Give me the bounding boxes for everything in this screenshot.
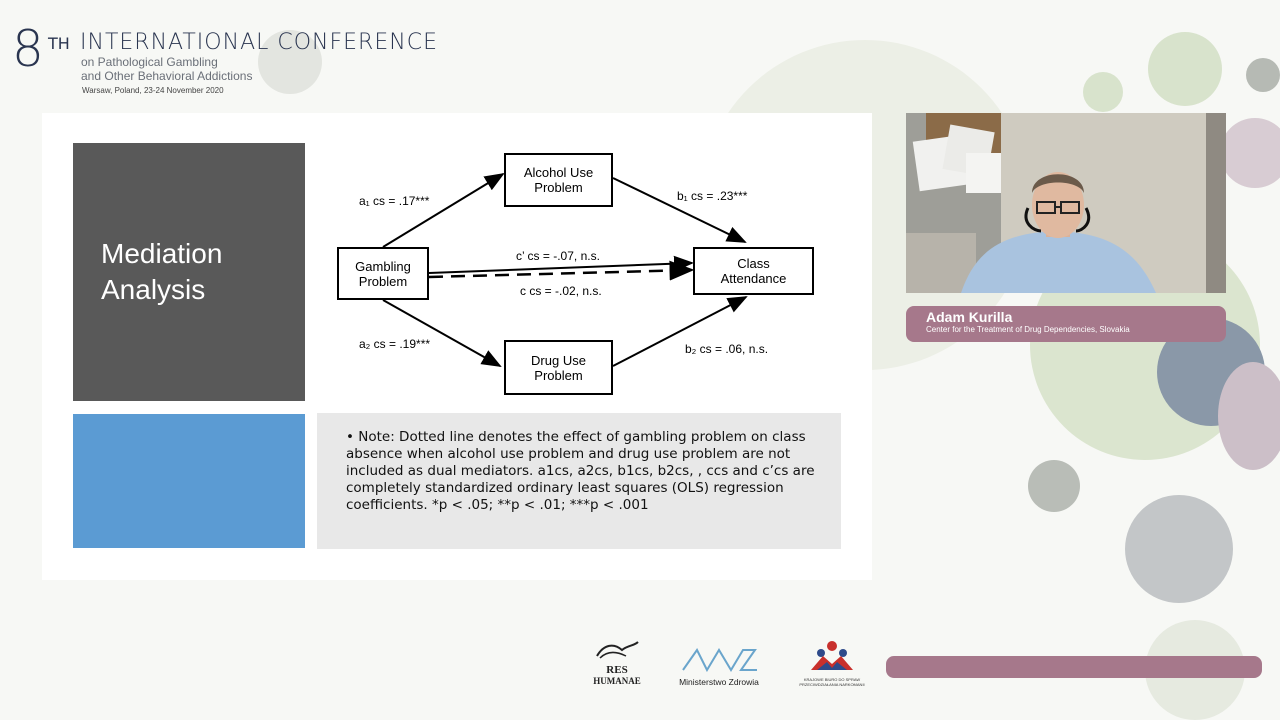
edge-label-a1: a₁ cs = .17*** bbox=[359, 194, 430, 208]
arrow-b2 bbox=[612, 296, 748, 367]
webcam-image bbox=[906, 113, 1226, 293]
slide-note-text: • Note: Dotted line denotes the effect o… bbox=[346, 429, 815, 513]
bg-circle-header-grey bbox=[258, 30, 322, 94]
kbpn-logo: KRAJOWE BIURO DO SPRAW PRZECIWDZIAŁANIA … bbox=[798, 640, 866, 690]
res-humanae-logo: RES HUMANAE bbox=[592, 640, 642, 688]
conference-location-date: Warsaw, Poland, 23-24 November 2020 bbox=[82, 86, 224, 95]
kbpn-text-1: KRAJOWE BIURO DO SPRAW bbox=[803, 677, 861, 682]
bg-circle-grey-small bbox=[1246, 58, 1280, 92]
arrow-a2 bbox=[382, 299, 502, 367]
res-humanae-text-1: RES bbox=[606, 664, 628, 676]
slide-note-box bbox=[317, 413, 841, 549]
node-drug-use-problem: Drug Use Problem bbox=[504, 340, 613, 395]
edge-label-b1: b₁ cs = .23*** bbox=[677, 189, 748, 203]
conference-subtitle: on Pathological Gambling and Other Behav… bbox=[81, 55, 252, 83]
node-alcohol-use-problem: Alcohol Use Problem bbox=[504, 153, 613, 207]
kbpn-text-2: PRZECIWDZIAŁANIA NARKOMANII bbox=[799, 682, 865, 687]
node-gambling-problem: Gambling Problem bbox=[337, 247, 429, 300]
node-class-attendance: Class Attendance bbox=[693, 247, 814, 295]
bg-circle-grey-mid bbox=[1028, 460, 1080, 512]
slide-title: Mediation Analysis bbox=[101, 238, 223, 305]
bg-circle-green-2 bbox=[1083, 72, 1123, 112]
speaker-webcam bbox=[906, 113, 1226, 293]
speaker-affiliation: Center for the Treatment of Drug Depende… bbox=[926, 325, 1130, 334]
ministerstwo-zdrowia-text: Ministerstwo Zdrowia bbox=[679, 677, 759, 687]
conference-number: 8 bbox=[12, 20, 44, 78]
edge-label-b2: b₂ cs = .06, n.s. bbox=[685, 342, 769, 356]
arrow-b1 bbox=[612, 177, 747, 243]
bg-circle-mauve bbox=[1220, 118, 1280, 188]
slide-title-box bbox=[73, 143, 305, 401]
arrow-a1 bbox=[382, 172, 505, 248]
edge-label-a2: a₂ cs = .19*** bbox=[359, 337, 431, 351]
speaker-name: Adam Kurilla bbox=[926, 309, 1013, 325]
conference-number-suffix: TH bbox=[48, 34, 70, 53]
bg-circle-grey-large bbox=[1125, 495, 1233, 603]
res-humanae-mark bbox=[596, 641, 639, 659]
bg-circle-green-small bbox=[1148, 32, 1222, 106]
conference-subtitle-line2: and Other Behavioral Addictions bbox=[81, 69, 253, 83]
edge-label-cprime: c’ cs = -.07, n.s. bbox=[516, 249, 600, 263]
ministerstwo-zdrowia-logo: Ministerstwo Zdrowia bbox=[678, 646, 760, 688]
conference-title: INTERNATIONAL CONFERENCE bbox=[80, 30, 438, 55]
speaker-name-bar bbox=[906, 306, 1226, 342]
ministerstwo-zdrowia-mark bbox=[682, 648, 757, 673]
conference-subtitle-line1: on Pathological Gambling bbox=[81, 55, 218, 69]
kbpn-mark bbox=[811, 641, 853, 670]
footer-accent-bar bbox=[886, 656, 1262, 678]
arrow-cprime bbox=[428, 255, 694, 274]
bg-circle-mauve-2 bbox=[1218, 362, 1280, 470]
slide-blue-box bbox=[73, 414, 305, 548]
edge-label-c: c cs = -.02, n.s. bbox=[520, 284, 602, 298]
res-humanae-text-2: HUMANAE bbox=[593, 676, 641, 686]
